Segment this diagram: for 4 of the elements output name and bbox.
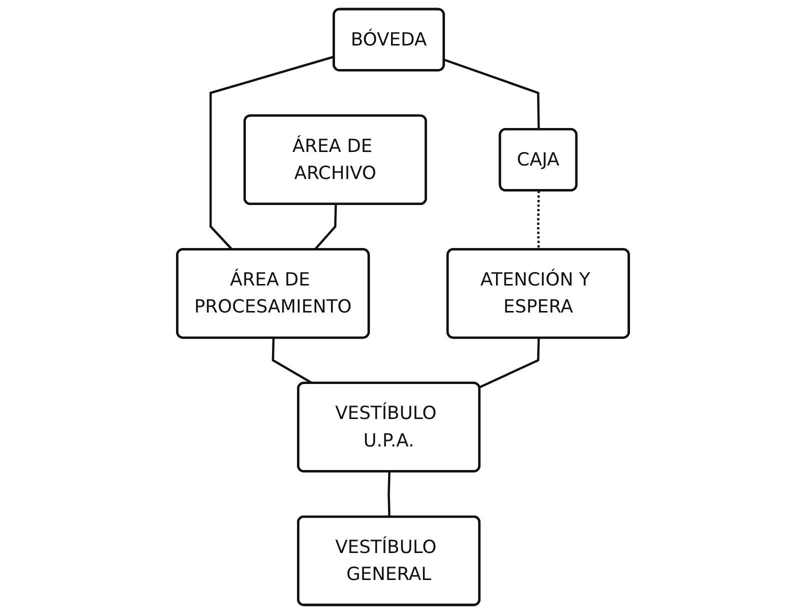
connector bbox=[537, 190, 540, 250]
connector bbox=[479, 338, 540, 388]
connector bbox=[388, 472, 390, 518]
connector bbox=[444, 58, 540, 130]
